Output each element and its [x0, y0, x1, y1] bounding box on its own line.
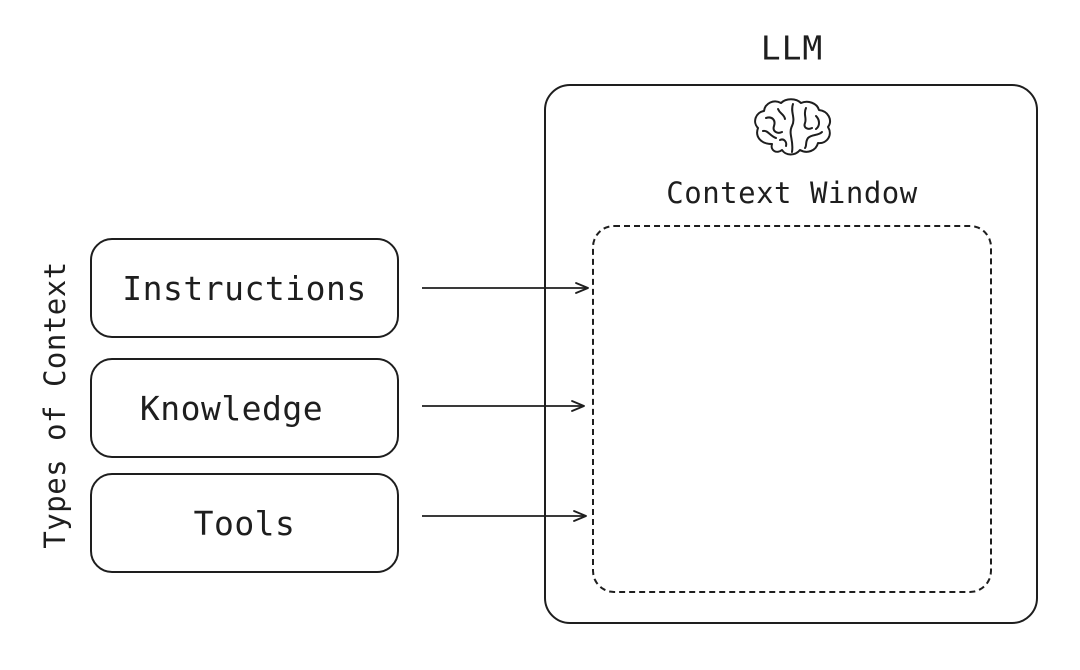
context-type-instructions: Instructions	[90, 238, 399, 338]
context-type-label: Tools	[193, 503, 296, 543]
context-type-tools: Tools	[90, 473, 399, 573]
context-type-knowledge: Knowledge	[90, 358, 399, 458]
brain-icon	[754, 98, 831, 156]
llm-title: LLM	[760, 28, 824, 68]
types-of-context-label: Types of Context	[38, 261, 72, 549]
context-type-label: Knowledge	[139, 388, 324, 428]
context-window	[592, 225, 992, 593]
llm-frame	[544, 84, 1038, 624]
context-type-label: Instructions	[122, 268, 367, 308]
context-window-title: Context Window	[666, 176, 918, 210]
